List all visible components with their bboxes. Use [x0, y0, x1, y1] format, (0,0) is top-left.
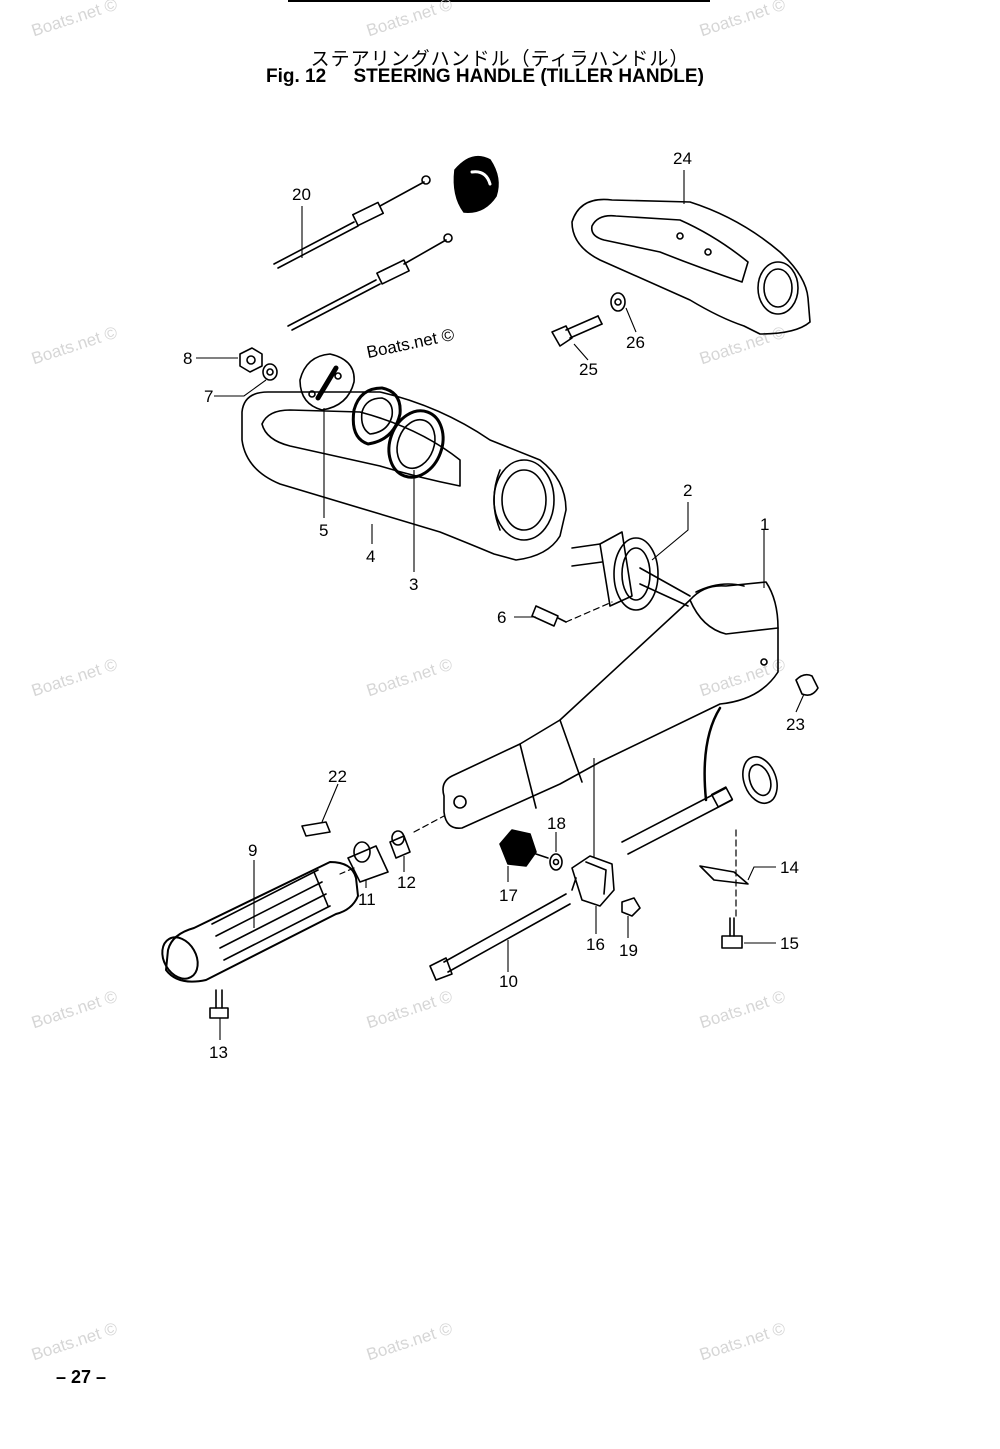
part-label: 8: [183, 349, 192, 368]
friction-knob-part: [499, 829, 549, 867]
part-label: 3: [409, 575, 418, 594]
seal-ring-part: [387, 409, 445, 479]
sleeve-part: [347, 841, 389, 883]
grip-part: [161, 861, 359, 983]
part-label: 5: [319, 521, 328, 540]
nut-small-part: [621, 897, 641, 917]
part-label: 1: [760, 515, 769, 534]
page-number: – 27 –: [56, 1367, 107, 1387]
top-rule: [288, 0, 710, 2]
bolt-part: [551, 315, 603, 347]
cable-stopper-part: [453, 155, 499, 213]
part-label: 7: [204, 387, 213, 406]
throttle-rod-part: [429, 893, 571, 981]
friction-plate-part: [299, 353, 355, 411]
screw-small-part: [209, 989, 229, 1019]
throttle-cable-part: [273, 175, 453, 331]
decal-part: [301, 821, 331, 837]
figure-title: Fig. 12 STEERING HANDLE (TILLER HANDLE): [266, 66, 704, 88]
cap-part: [795, 673, 819, 696]
part-label: 4: [366, 547, 375, 566]
friction-washer-part: [549, 853, 563, 871]
part-label: 11: [358, 890, 376, 909]
leader-lines: [196, 170, 805, 1040]
part-label: 2: [683, 481, 692, 500]
part-labels: 1 2 3 4 5 6 7 8 9 10 11 12 13 14 15 16 1…: [183, 149, 805, 1062]
part-label: 18: [547, 814, 566, 833]
part-label: 23: [786, 715, 805, 734]
part-label: 14: [780, 858, 799, 877]
bushing-part: [571, 531, 691, 611]
part-label: 6: [497, 608, 506, 627]
part-label: 16: [586, 935, 605, 954]
part-label: 9: [248, 841, 257, 860]
lower-bracket-part: [241, 391, 567, 561]
washer-part: [610, 292, 626, 312]
part-label: 25: [579, 360, 598, 379]
throttle-mechanism-part: [621, 706, 778, 855]
tiller-handle-part: [442, 581, 779, 829]
part-label: 24: [673, 149, 692, 168]
part-label: 19: [619, 941, 638, 960]
pin-part: [531, 605, 567, 627]
upper-bracket-part: [571, 198, 811, 335]
washer-small-part: [262, 363, 278, 381]
rubber-ring-part: [351, 386, 402, 446]
figure-title-text: STEERING HANDLE (TILLER HANDLE): [353, 66, 704, 87]
plate-part: [699, 865, 749, 885]
clamp-part: [571, 855, 615, 907]
part-label: 12: [397, 873, 416, 892]
title-japanese: ステアリングハンドル（ティラハンドル）: [310, 48, 690, 70]
part-label: 15: [780, 934, 799, 953]
part-label: 26: [626, 333, 645, 352]
part-label: 17: [499, 886, 518, 905]
figure-number: Fig. 12: [266, 66, 327, 87]
part-label: 20: [292, 185, 311, 204]
part-label: 13: [209, 1043, 228, 1062]
screw-part: [721, 917, 743, 949]
collar-part: [389, 830, 411, 859]
nut-part: [239, 347, 263, 373]
part-label: 10: [499, 972, 518, 991]
part-label: 22: [328, 767, 347, 786]
assembly-guide-lines: [339, 601, 737, 919]
